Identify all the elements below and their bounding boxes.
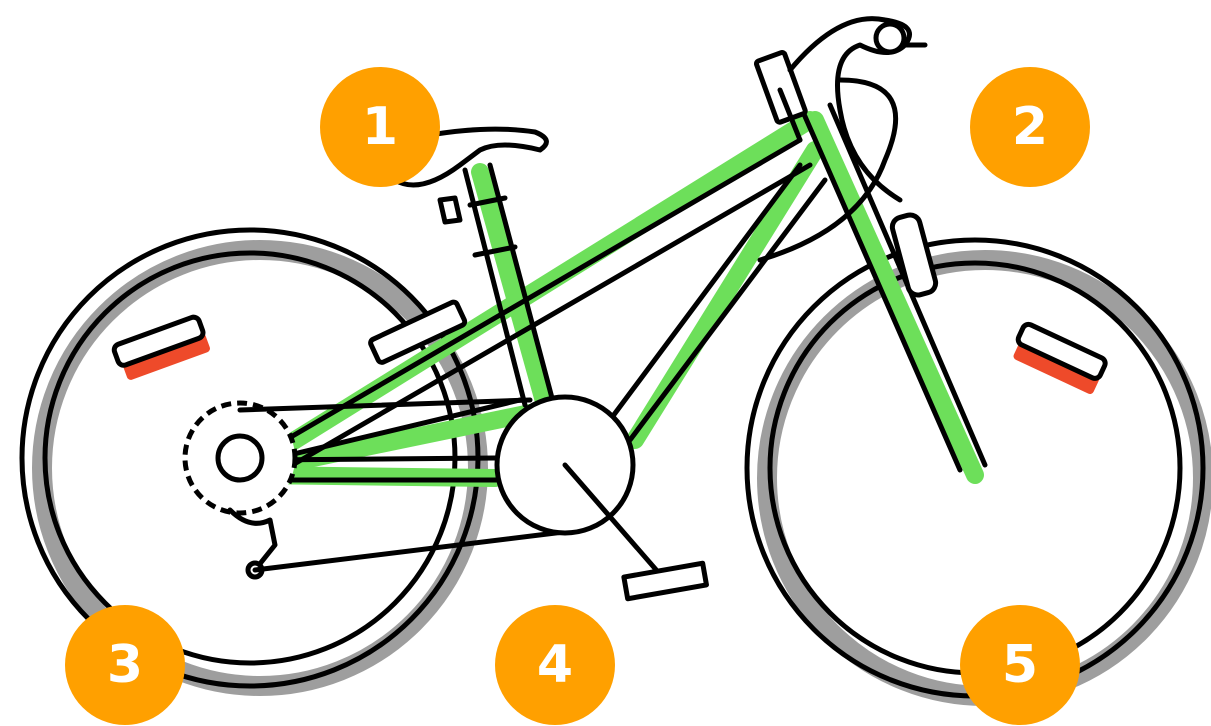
- badge-1: 1: [320, 67, 440, 187]
- badge-2-label: 2: [1012, 97, 1048, 157]
- badge-5-label: 5: [1002, 635, 1038, 695]
- chainring: [497, 397, 706, 599]
- badge-5: 5: [960, 605, 1080, 725]
- badge-3: 3: [65, 605, 185, 725]
- rear-reflector: [113, 315, 212, 382]
- badge-4-label: 4: [537, 635, 573, 695]
- badge-2: 2: [970, 67, 1090, 187]
- badge-3-label: 3: [107, 635, 143, 695]
- badge-4: 4: [495, 605, 615, 725]
- front-reflector: [1009, 322, 1108, 395]
- handlebar: [756, 19, 938, 298]
- badge-1-label: 1: [362, 97, 398, 157]
